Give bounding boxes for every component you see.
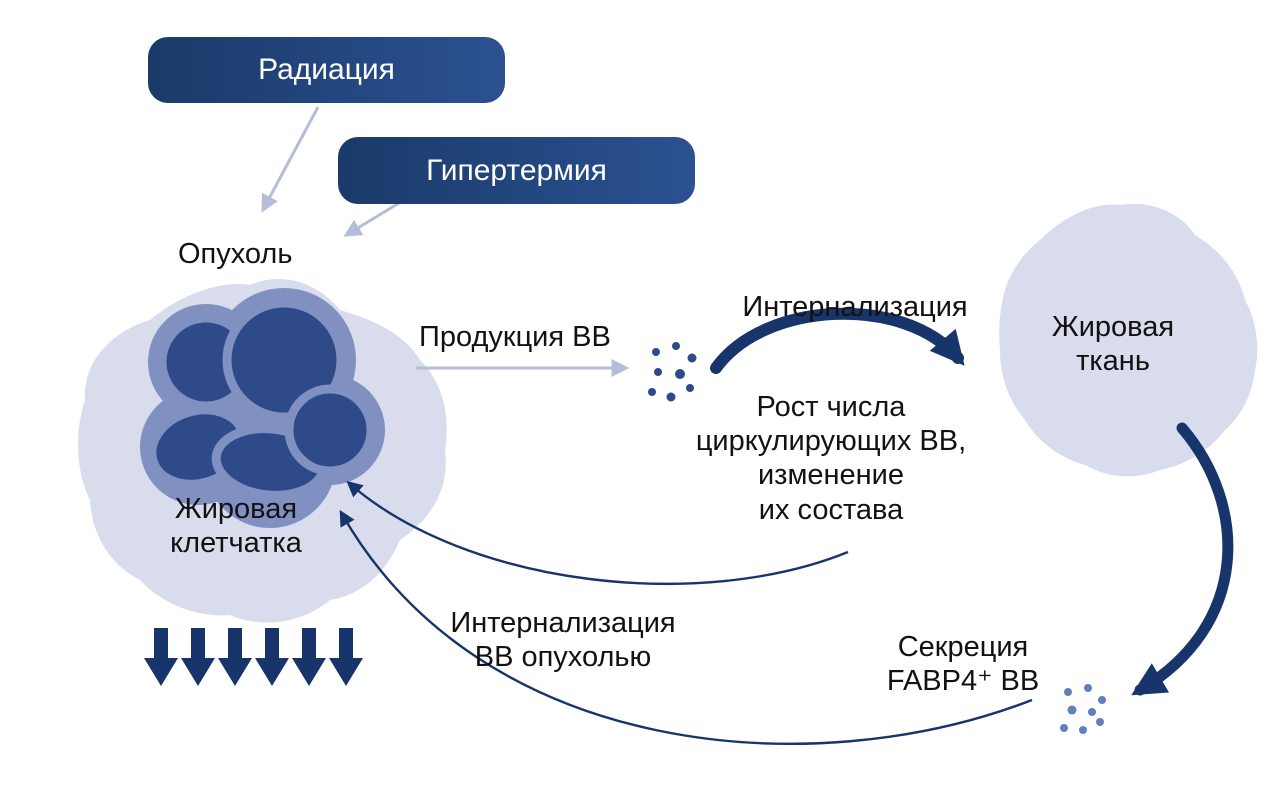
radiation-pill-label: Радиация [258, 53, 395, 86]
internalization-top-arrow [710, 307, 965, 374]
tumor-label: Опухоль [178, 238, 293, 270]
internalization-return-arrows [339, 480, 1033, 745]
tumor-cell-cluster [140, 288, 385, 528]
internalization-bottom-label: Интернализация ВВ опухолью [450, 607, 676, 674]
hyperthermia-pill: Гипертермия [338, 137, 695, 204]
radiation-arrow [261, 106, 320, 213]
fabp4-secretion-label: Секреция FABP4⁺ ВВ [886, 631, 1040, 698]
secretion-arrow [1131, 422, 1234, 696]
ev-dots-secreted [1060, 684, 1106, 734]
tumor-effect-arrows [144, 628, 363, 686]
adipose-tissue-blob [999, 203, 1258, 477]
hyperthermia-pill-label: Гипертермия [426, 153, 607, 187]
adipose-tissue-label: Жировая ткань [1051, 311, 1175, 378]
ev-dots-middle [648, 342, 697, 402]
ev-production-label: Продукция ВВ [419, 321, 611, 353]
radiation-pill: Радиация [148, 37, 505, 103]
tumor-fat-label: Жировая клетчатка [170, 493, 302, 560]
hyperthermia-arrow [343, 198, 405, 237]
ev-growth-label: Рост числа циркулирующих ВВ, изменение и… [695, 391, 967, 526]
internalization-top-label: Интернализация [742, 291, 968, 323]
